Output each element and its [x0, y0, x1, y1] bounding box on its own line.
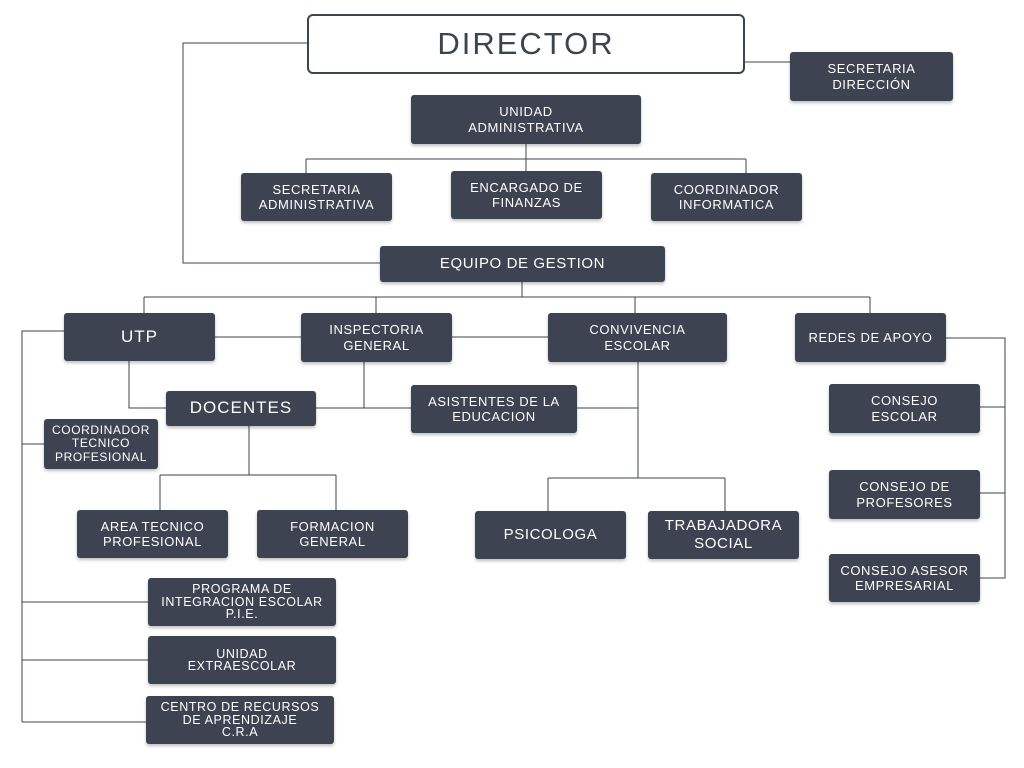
director-box: DIRECTOR: [307, 14, 745, 74]
docentes-box: DOCENTES: [166, 391, 316, 426]
utp-box: UTP: [64, 313, 215, 361]
extraescolar-box: UNIDAD EXTRAESCOLAR: [148, 636, 336, 684]
pie-box: PROGRAMA DE INTEGRACION ESCOLAR P.I.E.: [148, 578, 336, 626]
equipo-gestion-box: EQUIPO DE GESTION: [380, 246, 665, 282]
line-inspectoria-docentes: [316, 362, 365, 409]
formacion-general-box: FORMACION GENERAL: [257, 510, 408, 558]
unidad-administrativa-box: UNIDAD ADMINISTRATIVA: [411, 95, 641, 144]
secretaria-direccion-box: SECRETARIA DIRECCIÓN: [790, 52, 953, 101]
consejo-profesores-box: CONSEJO DE PROFESORES: [829, 470, 980, 519]
cra-box: CENTRO DE RECURSOS DE APRENDIZAJE C.R.A: [146, 696, 334, 744]
consejo-escolar-box: CONSEJO ESCOLAR: [829, 384, 980, 433]
area-tecnico-box: AREA TECNICO PROFESIONAL: [77, 510, 228, 558]
coordinador-informatica-box: COORDINADOR INFORMATICA: [651, 173, 802, 221]
asistentes-educacion-box: ASISTENTES DE LA EDUCACION: [411, 385, 577, 433]
redes-apoyo-box: REDES DE APOYO: [795, 313, 946, 362]
trabajadora-social-box: TRABAJADORA SOCIAL: [648, 511, 799, 559]
line-right-trunk: [946, 337, 1006, 579]
secretaria-administrativa-box: SECRETARIA ADMINISTRATIVA: [241, 173, 392, 221]
consejo-asesor-box: CONSEJO ASESOR EMPRESARIAL: [829, 554, 980, 602]
line-director-equipo: [182, 42, 380, 264]
inspectoria-general-box: INSPECTORIA GENERAL: [301, 313, 452, 362]
psicologa-box: PSICOLOGA: [475, 511, 626, 559]
coordinador-tecnico-box: COORDINADOR TECNICO PROFESIONAL: [44, 419, 158, 469]
line-left-trunk: [21, 330, 64, 722]
convivencia-escolar-box: CONVIVENCIA ESCOLAR: [548, 313, 727, 362]
encargado-finanzas-box: ENCARGADO DE FINANZAS: [451, 171, 602, 219]
line-utp-docentes: [128, 361, 166, 409]
